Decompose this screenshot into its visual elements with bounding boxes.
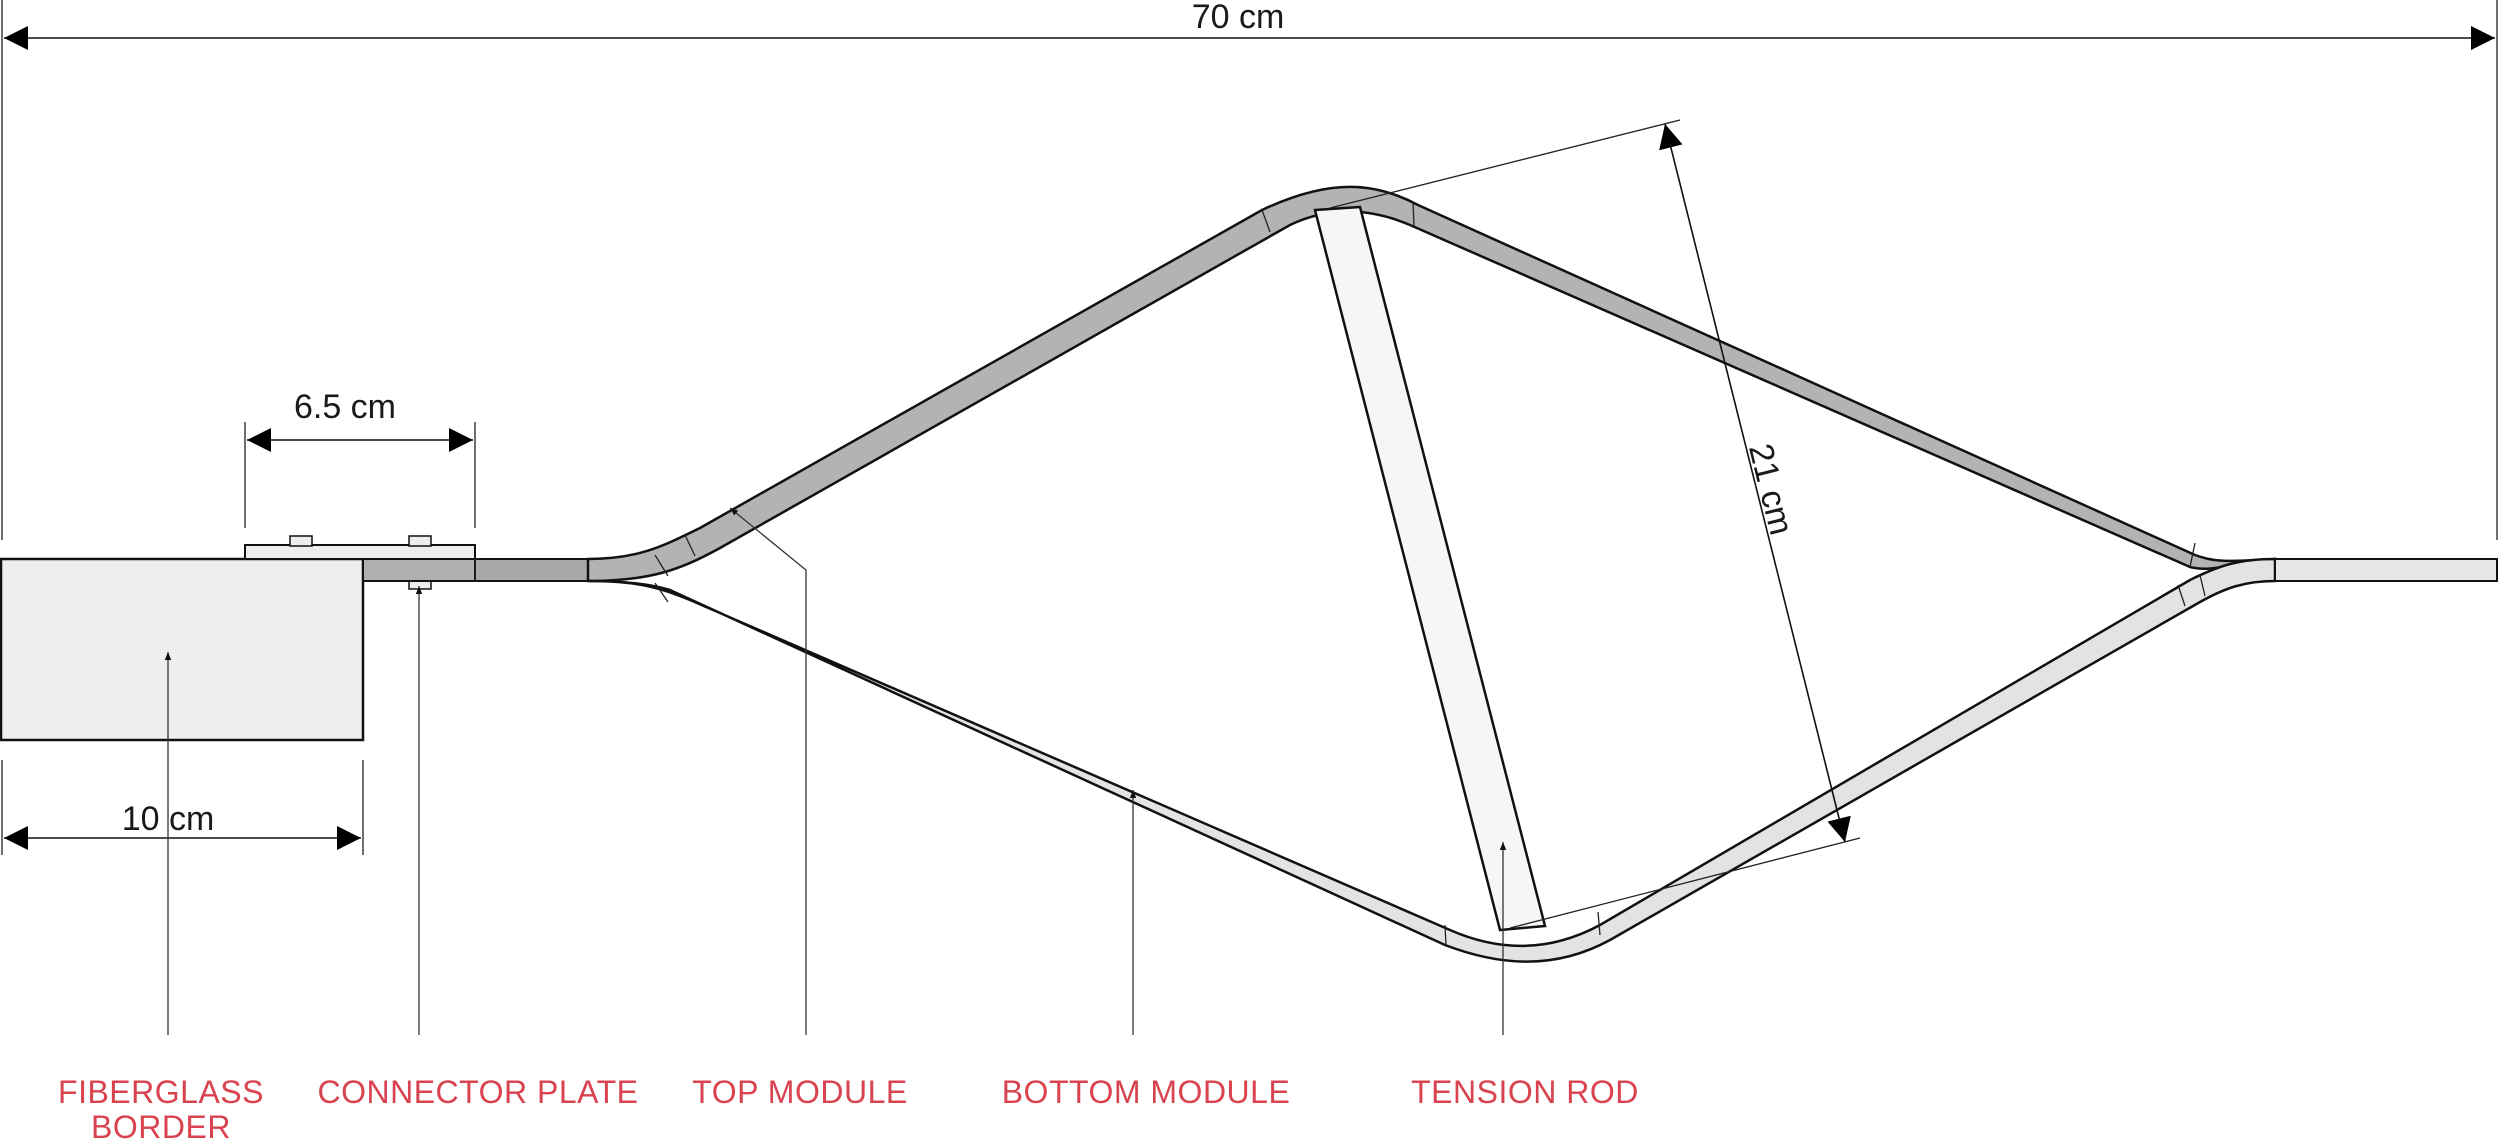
- label-top-module: TOP MODULE: [692, 1074, 907, 1110]
- leader-lines: [164, 507, 1507, 1035]
- total-length-dimension: 70 cm: [1, 0, 2498, 540]
- label-fiberglass-border-line2: BORDER: [91, 1109, 231, 1145]
- border-length-dimension: 10 cm: [1, 760, 364, 855]
- left-spine: [362, 558, 589, 582]
- top-module-leader: [729, 507, 807, 1035]
- label-fiberglass-border-line1: FIBERGLASS: [58, 1074, 264, 1110]
- right-spine: [2274, 558, 2498, 582]
- component-labels: FIBERGLASS BORDER CONNECTOR PLATE TOP MO…: [58, 1074, 1639, 1145]
- total-length-label: 70 cm: [1192, 0, 1285, 36]
- connector-length-label: 6.5 cm: [294, 388, 396, 426]
- fiberglass-border: [0, 557, 365, 742]
- connector-length-dimension: 6.5 cm: [244, 388, 476, 528]
- label-bottom-module: BOTTOM MODULE: [1002, 1074, 1291, 1110]
- label-tension-rod: TENSION ROD: [1411, 1074, 1639, 1110]
- module-height-label: 21 cm: [1741, 440, 1800, 539]
- label-connector-plate: CONNECTOR PLATE: [317, 1074, 638, 1110]
- connector-plate: [244, 535, 476, 590]
- tension-rod: [1313, 205, 1547, 932]
